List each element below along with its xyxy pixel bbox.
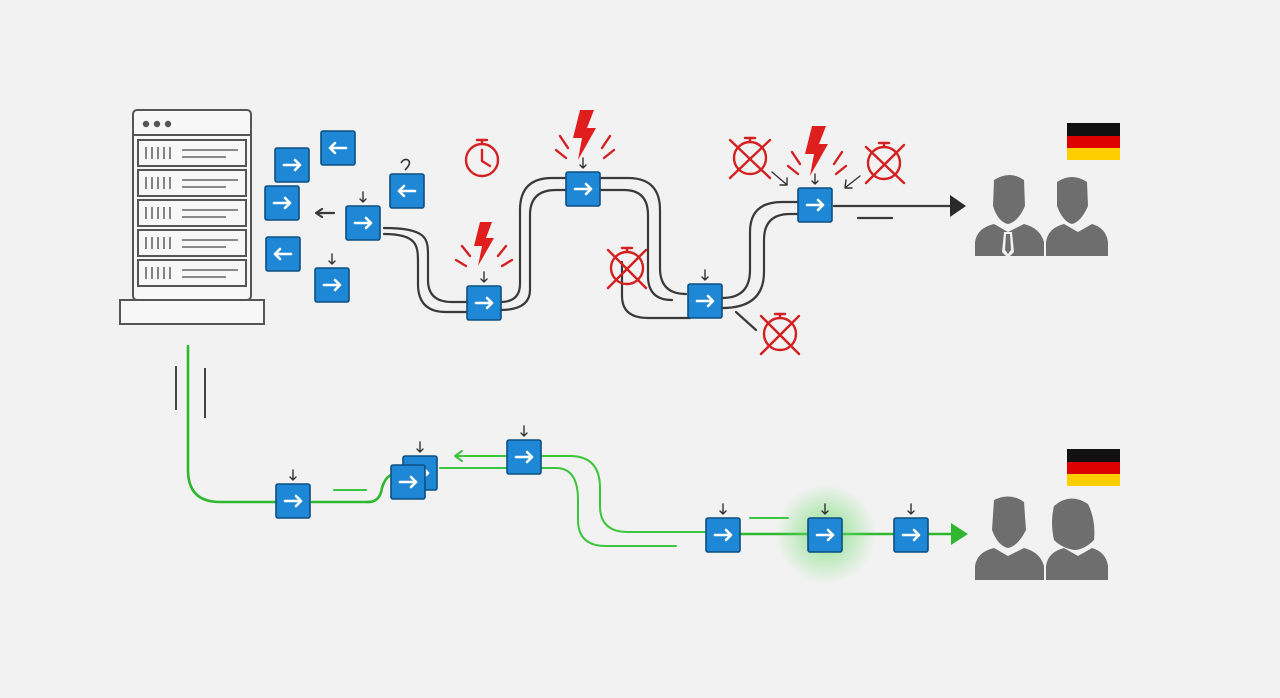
arrow-packet-icon [807, 503, 843, 553]
arrow-packet-icon [797, 173, 833, 223]
down-arrow-icon [328, 253, 336, 265]
down-arrow-icon [520, 425, 528, 437]
down-arrow-icon [821, 503, 829, 515]
arrow-packet-icon [275, 469, 311, 519]
arrow-packet-icon [314, 253, 350, 303]
arrow-packet-icon [265, 236, 301, 272]
germany-flag-icon [1067, 449, 1120, 486]
crossed-stopwatch-icon [844, 141, 906, 189]
arrow-packet-icon [506, 425, 542, 475]
down-arrow-icon [359, 191, 367, 203]
down-arrow-icon [289, 469, 297, 481]
server-rack-icon [119, 109, 265, 325]
down-arrow-icon [907, 503, 915, 515]
lightning-bolt-icon [786, 126, 848, 176]
arrow-packet-icon [687, 269, 723, 319]
users-icon [975, 175, 1108, 258]
down-arrow-icon [579, 157, 587, 169]
crossed-stopwatch-icon [728, 136, 788, 186]
down-arrow-icon [416, 441, 424, 453]
arrow-packet-icon [466, 271, 502, 321]
arrow-packet-icon [345, 191, 381, 241]
down-arrow-icon [701, 269, 709, 281]
congested-route-pipes [314, 176, 966, 332]
crossed-stopwatch-icon [606, 246, 648, 290]
down-arrow-icon [480, 271, 488, 283]
arrow-packet-icon [893, 503, 929, 553]
destination-arrowhead-green [951, 523, 968, 545]
arrow-packet-icon [565, 157, 601, 207]
down-arrow-icon [719, 503, 727, 515]
arrow-packet-icon [274, 147, 310, 183]
lightning-bolt-icon [554, 110, 616, 160]
stopwatch-icon [464, 138, 500, 178]
destination-arrowhead [950, 195, 966, 217]
arrow-packet-icon [264, 185, 300, 221]
crossed-stopwatch-icon [759, 312, 801, 356]
germany-flag-icon [1067, 123, 1120, 160]
arrow-packet-icon [705, 503, 741, 553]
down-arrow-icon [811, 173, 819, 185]
users-icon [975, 496, 1108, 580]
lightning-bolt-icon [454, 222, 514, 268]
arrow-packet-icon [390, 464, 426, 500]
arrow-packet-icon [320, 130, 356, 166]
arrow-packet-icon [389, 173, 425, 209]
squiggle-mark [400, 158, 411, 171]
packets-layer [264, 130, 929, 553]
